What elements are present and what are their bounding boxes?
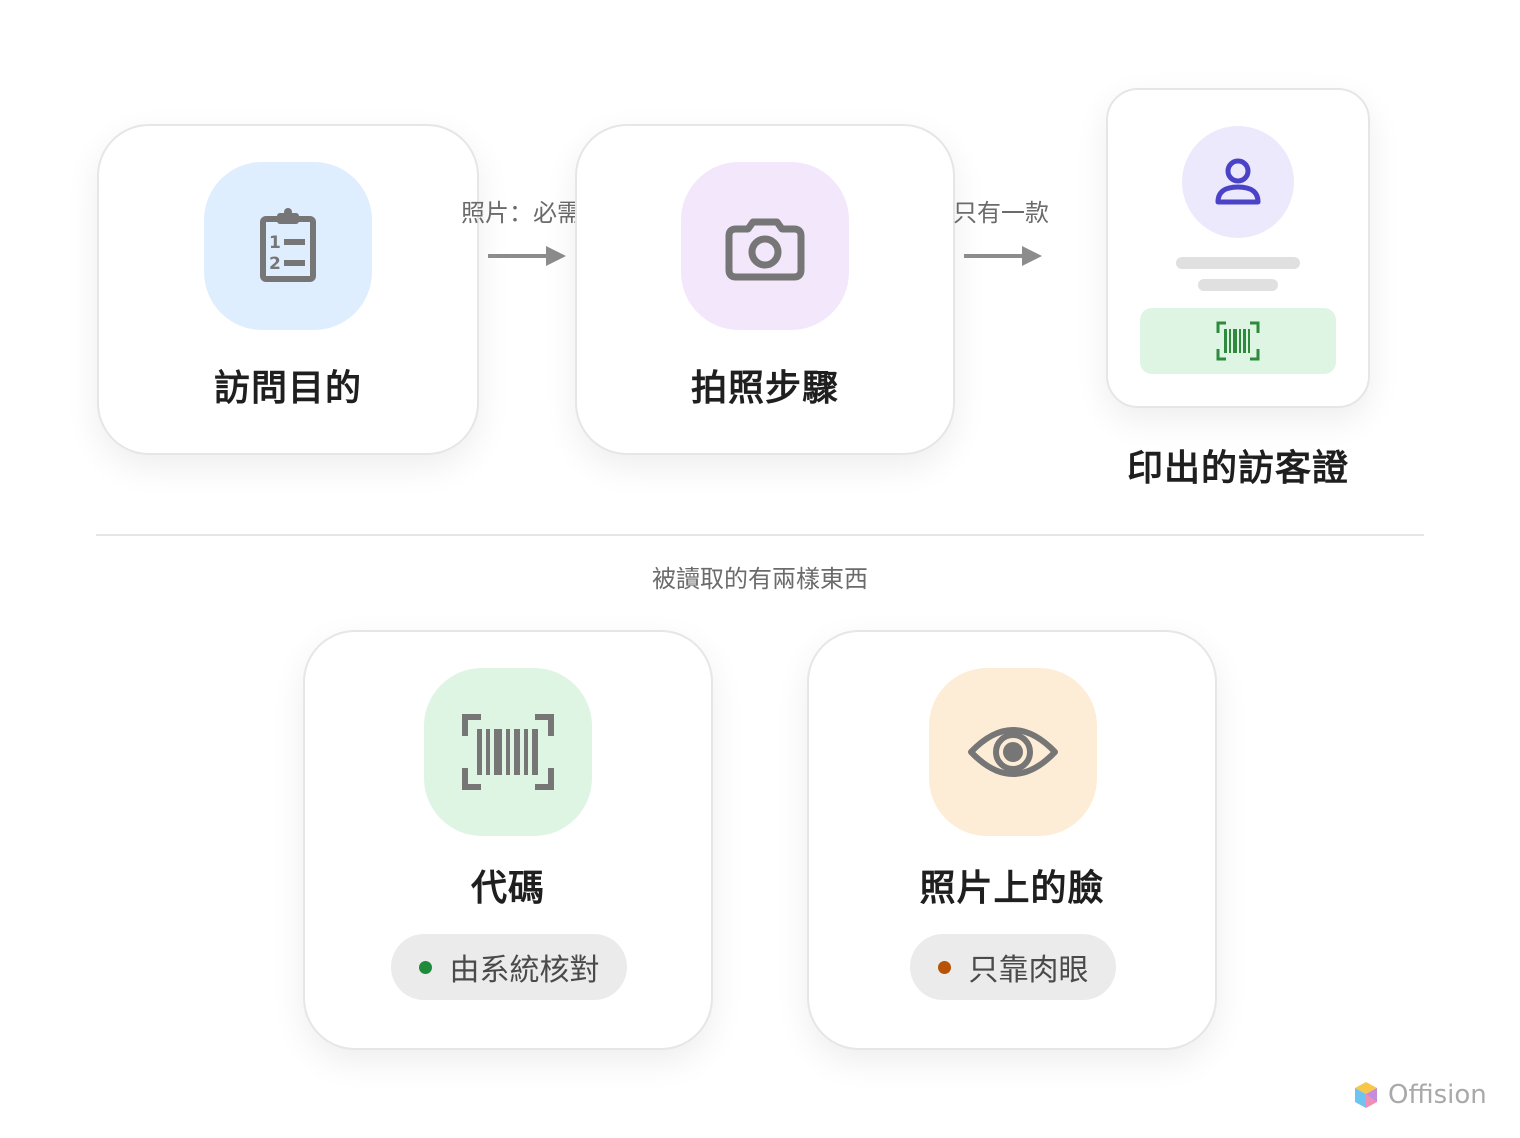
item-label: 照片上的臉 bbox=[919, 868, 1105, 909]
visitor-badge bbox=[1106, 88, 1370, 408]
status-dot bbox=[418, 960, 432, 974]
status-pill: 只靠肉眼 bbox=[910, 934, 1116, 1000]
step-card-visit-purpose: 1 2 訪問目的 bbox=[97, 124, 479, 455]
badge-label: 印出的訪客證 bbox=[1126, 448, 1349, 489]
svg-text:2: 2 bbox=[269, 254, 281, 274]
offision-logo-icon bbox=[1355, 1082, 1377, 1108]
arrow-right-icon bbox=[964, 246, 1042, 266]
person-icon bbox=[1215, 158, 1261, 205]
step-tile bbox=[681, 162, 849, 330]
badge-sub-line bbox=[1198, 279, 1278, 291]
status-text: 由系統核對 bbox=[449, 953, 600, 988]
status-dot bbox=[937, 960, 951, 974]
arrow-label-photo-required: 照片：必需 bbox=[461, 199, 581, 227]
badge-avatar bbox=[1182, 126, 1294, 238]
svg-text:1: 1 bbox=[269, 233, 281, 253]
eye-icon bbox=[968, 727, 1058, 777]
status-pill: 由系統核對 bbox=[391, 934, 627, 1000]
badge-barcode-strip bbox=[1140, 308, 1336, 374]
step-label: 訪問目的 bbox=[213, 368, 362, 409]
section-label: 被讀取的有兩樣東西 bbox=[652, 565, 868, 593]
barcode-scan-icon bbox=[1216, 321, 1260, 361]
step-label: 拍照步驟 bbox=[690, 368, 839, 409]
brand-logo: Offision bbox=[1352, 1078, 1487, 1112]
status-text: 只靠肉眼 bbox=[968, 953, 1089, 988]
brand-name: Offision bbox=[1388, 1080, 1487, 1110]
item-label: 代碼 bbox=[470, 868, 545, 909]
step-tile: 1 2 bbox=[204, 162, 372, 330]
badge-name-line bbox=[1176, 257, 1300, 269]
section-divider bbox=[96, 534, 1424, 536]
item-card-face: 照片上的臉 只靠肉眼 bbox=[807, 630, 1217, 1050]
item-tile bbox=[424, 668, 592, 836]
barcode-scan-icon bbox=[462, 714, 554, 790]
clipboard-list-icon: 1 2 bbox=[260, 208, 316, 282]
arrow-right-icon bbox=[488, 246, 566, 266]
item-tile bbox=[929, 668, 1097, 836]
camera-icon bbox=[725, 218, 805, 281]
step-card-photo: 拍照步驟 bbox=[575, 124, 955, 455]
item-card-code: 代碼 由系統核對 bbox=[303, 630, 713, 1050]
arrow-label-one-style: 只有一款 bbox=[953, 199, 1049, 227]
